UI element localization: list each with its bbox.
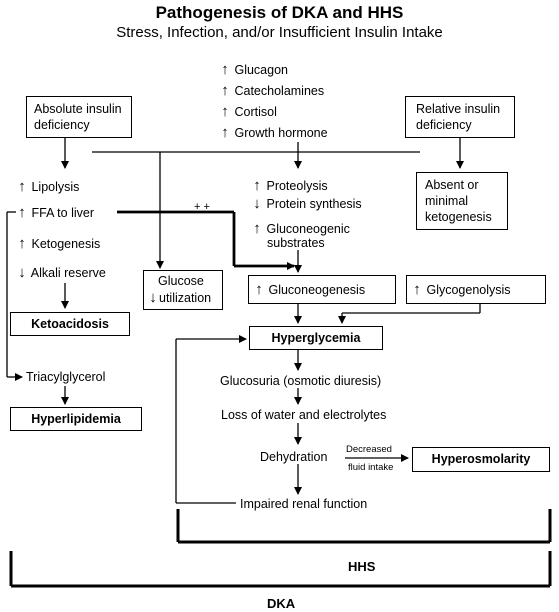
relative-insulin-deficiency-box: Relative insulin deficiency xyxy=(405,96,515,138)
ffa-to-liver: ↑ FFA to liver xyxy=(16,205,94,221)
absolute-insulin-deficiency-box: Absolute insulin deficiency xyxy=(26,96,132,138)
gluconeogenesis-box: ↑ Gluconeogenesis xyxy=(248,275,396,304)
up-arrow-icon: ↑ xyxy=(221,103,229,120)
up-arrow-icon: ↑ xyxy=(253,220,261,237)
up-arrow-icon: ↑ xyxy=(18,235,26,252)
up-arrow-icon: ↑ xyxy=(255,281,263,298)
protein-synthesis: ↓ Protein synthesis xyxy=(251,195,361,212)
glucose-utilization-box: Glucose ↓utilization xyxy=(143,270,223,310)
triacylglycerol: Triacylglycerol xyxy=(26,370,106,384)
loss-of-water: Loss of water and electrolytes xyxy=(221,408,387,422)
ketoacidosis-box: Ketoacidosis xyxy=(10,312,130,336)
ketogenesis: ↑ Ketogenesis xyxy=(16,236,100,252)
dka-label: DKA xyxy=(267,596,296,611)
plus-plus-label: + + xyxy=(194,201,210,213)
hyperglycemia-box: Hyperglycemia xyxy=(249,326,383,350)
gluconeogenic-substrates: ↑ Gluconeogenic xyxy=(251,221,350,237)
glycogenolysis-box: ↑ Glycogenolysis xyxy=(406,275,546,304)
down-arrow-icon: ↓ xyxy=(18,264,26,281)
down-arrow-icon: ↓ xyxy=(149,289,157,306)
hyperlipidemia-box: Hyperlipidemia xyxy=(10,407,142,431)
up-arrow-icon: ↑ xyxy=(253,177,261,194)
hormone-catecholamines: ↑ Catecholamines xyxy=(219,83,324,99)
fluid-intake-label: fluid intake xyxy=(348,462,394,473)
down-arrow-icon: ↓ xyxy=(253,195,261,212)
hhs-label: HHS xyxy=(348,559,376,574)
hyperosmolarity-box: Hyperosmolarity xyxy=(412,447,550,472)
impaired-renal-function: Impaired renal function xyxy=(240,497,368,511)
hormone-cortisol: ↑ Cortisol xyxy=(219,104,277,120)
alkali-reserve: ↓ Alkali reserve xyxy=(16,265,106,281)
page-subtitle: Stress, Infection, and/or Insufficient I… xyxy=(116,24,443,41)
up-arrow-icon: ↑ xyxy=(221,124,229,141)
up-arrow-icon: ↑ xyxy=(221,82,229,99)
page-title: Pathogenesis of DKA and HHS xyxy=(155,3,404,22)
absent-ketogenesis-box: Absent or minimal ketogenesis xyxy=(416,172,508,230)
hormone-glucagon: ↑ Glucagon xyxy=(219,62,288,78)
hormone-growth: ↑ Growth hormone xyxy=(219,124,327,141)
lipolysis: ↑ Lipolysis xyxy=(16,179,79,195)
dehydration: Dehydration xyxy=(260,450,328,464)
proteolysis: ↑ Proteolysis xyxy=(251,177,327,194)
glucosuria: Glucosuria (osmotic diuresis) xyxy=(220,374,382,388)
up-arrow-icon: ↑ xyxy=(18,204,26,221)
up-arrow-icon: ↑ xyxy=(18,178,26,195)
up-arrow-icon: ↑ xyxy=(221,61,229,78)
decreased-label: Decreased xyxy=(346,444,392,455)
up-arrow-icon: ↑ xyxy=(413,281,421,298)
